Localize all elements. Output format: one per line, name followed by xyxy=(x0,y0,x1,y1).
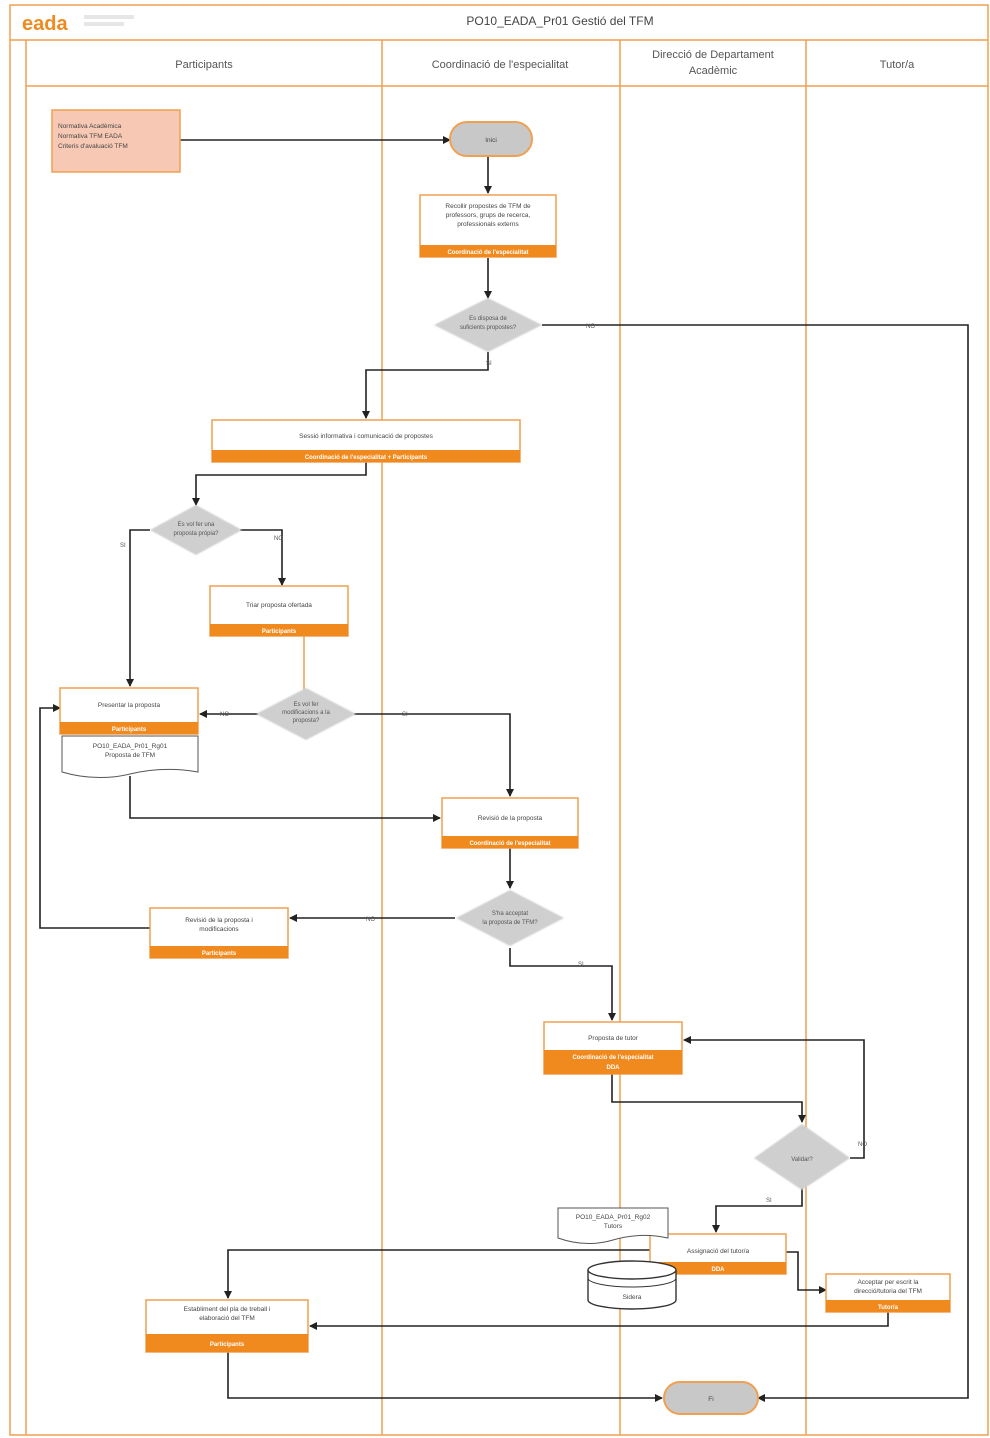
edge-label-si: SI xyxy=(578,962,584,968)
svg-text:Triar proposta ofertada: Triar proposta ofertada xyxy=(246,602,312,609)
svg-text:Participants: Participants xyxy=(262,629,297,635)
svg-text:Coordinació de l'especialitat: Coordinació de l'especialitat xyxy=(447,250,528,256)
process-revisio-proposta: Revisió de la proposta Coordinació de l'… xyxy=(441,797,579,849)
svg-text:Participants: Participants xyxy=(202,951,237,957)
edge-label-si: SI xyxy=(402,712,408,718)
process-triar-proposta: Triar proposta ofertada Participants xyxy=(209,585,349,637)
svg-text:Participants: Participants xyxy=(112,727,147,733)
process-sessio-informativa: Sessió informativa i comunicació de prop… xyxy=(211,419,521,463)
page-title: PO10_EADA_Pr01 Gestió del TFM xyxy=(466,14,653,28)
edge-label-no: NO xyxy=(858,1142,867,1148)
svg-text:Fi: Fi xyxy=(708,1396,713,1403)
decision-validar: Validar? xyxy=(754,1124,850,1190)
edge-label-si: SI xyxy=(120,543,126,549)
svg-text:DDA: DDA xyxy=(712,1267,726,1273)
lane-header-tutor: Tutor/a xyxy=(880,59,915,71)
svg-text:eada: eada xyxy=(22,13,68,35)
svg-text:Participants: Participants xyxy=(210,1342,245,1348)
svg-text:Coordinació de l'especialitat: Coordinació de l'especialitat xyxy=(572,1055,653,1061)
svg-text:Assignació del tutor/a: Assignació del tutor/a xyxy=(687,1248,750,1255)
svg-text:Sidera: Sidera xyxy=(623,1294,642,1301)
edges xyxy=(39,136,969,1402)
svg-text:Coordinació de l'especialitat: Coordinació de l'especialitat + Particip… xyxy=(305,455,428,461)
svg-text:Sessió informativa i comunicac: Sessió informativa i comunicació de prop… xyxy=(299,433,433,440)
svg-text:Presentar la proposta: Presentar la proposta xyxy=(98,702,161,709)
svg-text:Tutor/a: Tutor/a xyxy=(878,1305,899,1311)
svg-text:Validar?: Validar? xyxy=(791,1157,813,1163)
edge-label-no: NO xyxy=(586,324,595,330)
edge-label-no: NO xyxy=(366,917,375,923)
svg-text:DDA: DDA xyxy=(607,1065,621,1071)
svg-text:Inici: Inici xyxy=(485,137,497,144)
lane-header-coordinacio: Coordinació de l'especialitat xyxy=(432,59,569,71)
start-terminator: Inici xyxy=(449,121,533,157)
svg-text:Revisió de la proposta: Revisió de la proposta xyxy=(478,815,543,822)
database-sidera: Sidera xyxy=(587,1260,677,1310)
svg-text:Proposta de tutor: Proposta de tutor xyxy=(588,1035,639,1042)
logo: eada xyxy=(22,13,134,35)
edge-label-si: SI xyxy=(766,1198,772,1204)
edge-label-si: SI xyxy=(486,361,492,367)
end-terminator: Fi xyxy=(663,1381,759,1415)
svg-text:Coordinació de l'especialitat: Coordinació de l'especialitat xyxy=(469,841,550,847)
edge-label-no: NO xyxy=(220,712,229,718)
svg-text:Establiment del pla de treball: Establiment del pla de treball ielaborac… xyxy=(184,1306,271,1322)
lane-header-participants: Participants xyxy=(175,59,233,71)
process-proposta-tutor: Proposta de tutor Coordinació de l'espec… xyxy=(543,1021,683,1075)
process-presentar-proposta: Presentar la proposta Participants xyxy=(59,687,199,735)
edge-label-no: NO xyxy=(274,536,283,542)
